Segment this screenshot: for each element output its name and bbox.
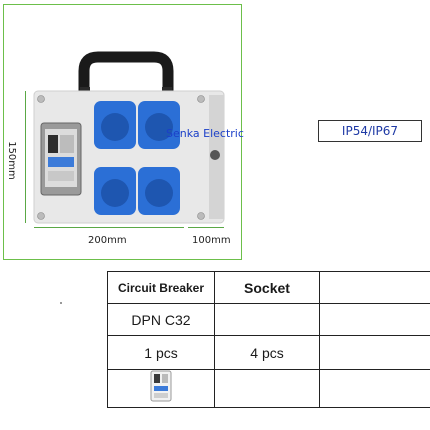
height-dim-line	[25, 91, 26, 223]
breaker-icon	[150, 370, 172, 402]
spec-table: Circuit Breaker Socket DPN C32 1 pcs 4 p…	[107, 271, 430, 408]
header-socket: Socket	[214, 271, 320, 304]
cell-breaker-qty: 1 pcs	[107, 335, 215, 370]
cell	[214, 303, 320, 336]
table-row	[107, 369, 430, 408]
width-label: 200mm	[88, 235, 127, 246]
distribution-box-image	[33, 51, 225, 224]
socket-icon	[94, 101, 180, 215]
cell	[214, 369, 320, 408]
breaker-icon	[40, 122, 82, 196]
cell	[319, 303, 430, 336]
depth-dim-line	[188, 227, 224, 228]
product-image-frame: 150mm 200mm 100mm	[3, 4, 242, 260]
width-dim-line	[34, 227, 184, 228]
handle-icon	[78, 51, 174, 97]
depth-label: 100mm	[192, 235, 231, 246]
decorative-dot	[60, 302, 62, 304]
cell	[319, 335, 430, 370]
header-empty	[319, 271, 430, 304]
table-row: 1 pcs 4 pcs	[107, 335, 430, 370]
cell	[319, 369, 430, 408]
brand-watermark: Senka Electric	[166, 127, 244, 140]
cell-model: DPN C32	[107, 303, 215, 336]
cell-breaker-image	[107, 369, 215, 408]
table-row: DPN C32	[107, 303, 430, 336]
header-circuit-breaker: Circuit Breaker	[107, 271, 215, 304]
ip-rating-badge: IP54/IP67	[318, 120, 422, 142]
cell-socket-qty: 4 pcs	[214, 335, 320, 370]
height-label: 150mm	[5, 141, 17, 180]
table-header-row: Circuit Breaker Socket	[107, 271, 430, 304]
screw-icon	[37, 95, 205, 220]
